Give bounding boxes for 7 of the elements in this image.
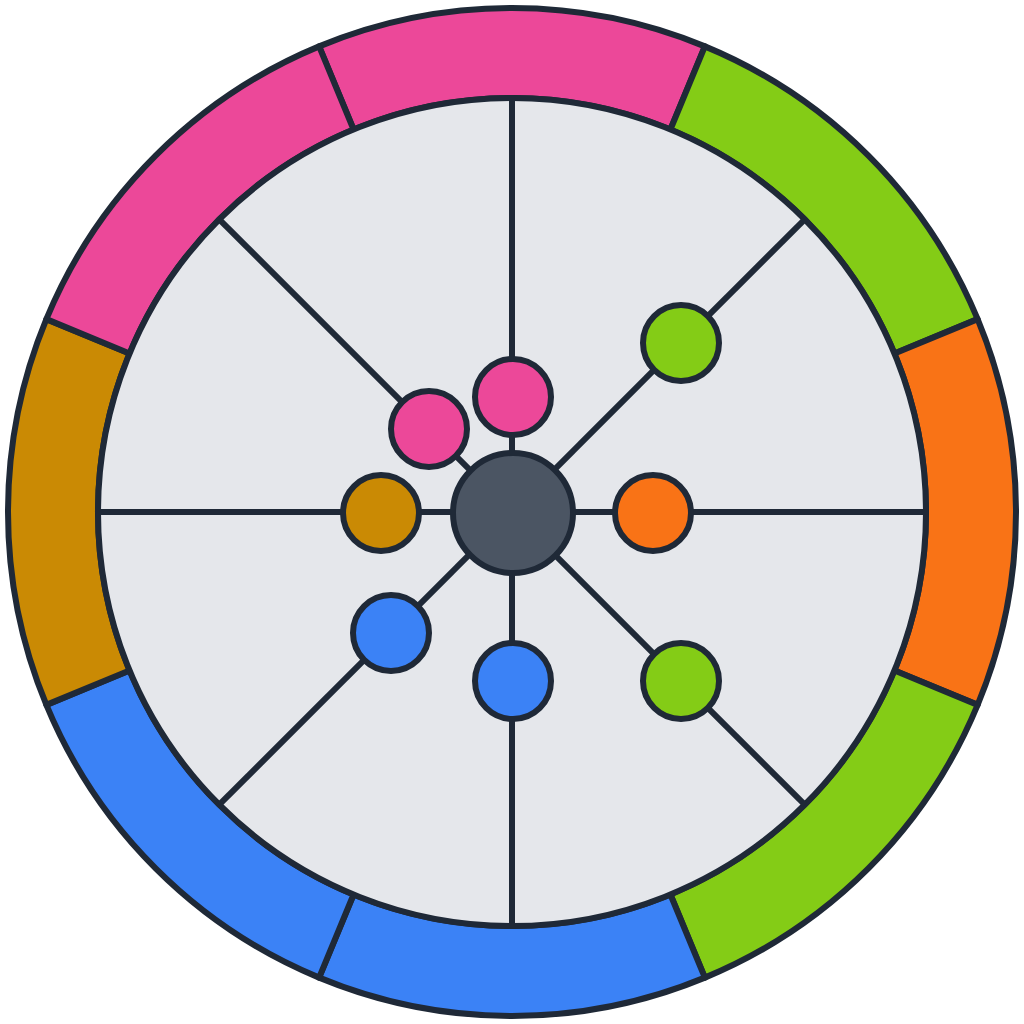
connector-line xyxy=(416,552,472,608)
connector-line xyxy=(572,509,614,515)
connector-line xyxy=(552,367,657,472)
connector-line xyxy=(552,552,657,657)
connector-line xyxy=(418,509,452,515)
connector-line xyxy=(509,572,515,642)
connector-line xyxy=(454,454,472,472)
